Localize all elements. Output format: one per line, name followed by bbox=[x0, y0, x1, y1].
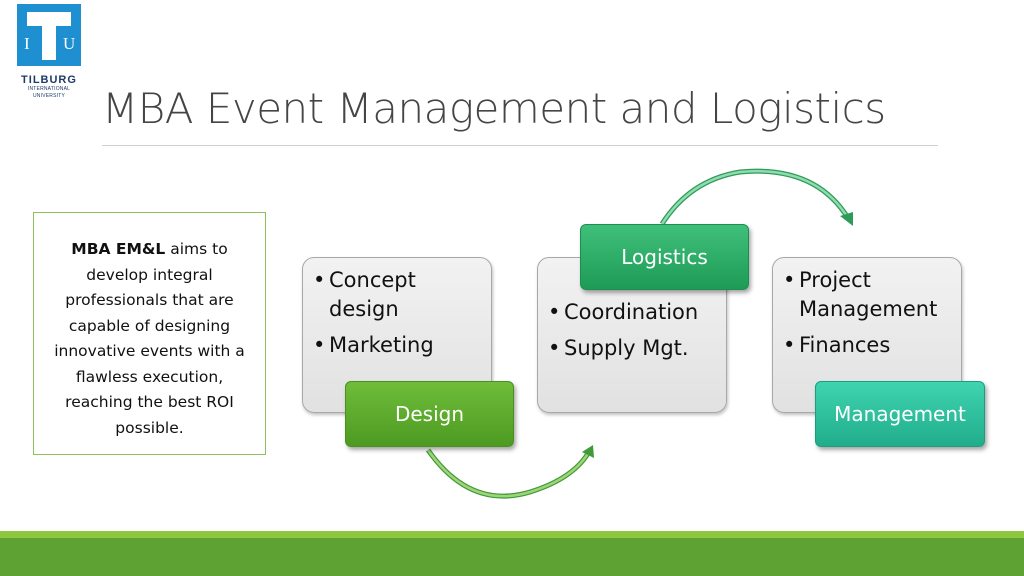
stage-tab-logistics: Logistics bbox=[580, 224, 749, 290]
arrow-head-1 bbox=[582, 445, 594, 458]
intro-box: MBA EM&L aims to develop integral profes… bbox=[33, 212, 266, 455]
logo-name: TILBURG bbox=[21, 74, 77, 86]
stage-logistics-item: Supply Mgt. bbox=[546, 334, 718, 363]
logo-sub-2: UNIVERSITY bbox=[32, 93, 65, 99]
footer-band-light bbox=[0, 531, 1024, 538]
arrow-logistics-to-management bbox=[659, 168, 851, 226]
title-divider bbox=[102, 145, 938, 146]
stage-logistics-item: Coordination bbox=[546, 298, 718, 327]
logo-mark-icon: I U bbox=[17, 4, 81, 66]
logo-letter-u: U bbox=[63, 34, 76, 53]
arrow-head-2 bbox=[840, 212, 853, 226]
stage-tab-design: Design bbox=[345, 381, 514, 447]
stage-design-item: Concept design bbox=[311, 266, 483, 324]
logo-letter-i: I bbox=[24, 34, 30, 53]
footer-band-dark bbox=[0, 538, 1024, 576]
intro-text: aims to develop integral professionals t… bbox=[54, 240, 245, 437]
university-logo: I U TILBURG INTERNATIONAL UNIVERSITY bbox=[14, 4, 84, 100]
stage-design-item: Marketing bbox=[311, 331, 483, 360]
stage-management-item: Project Management bbox=[781, 266, 953, 324]
logo-sub-1: INTERNATIONAL bbox=[27, 86, 71, 92]
slide-title: MBA Event Management and Logistics bbox=[102, 84, 886, 133]
arrow-design-to-logistics bbox=[425, 448, 593, 499]
stage-tab-management: Management bbox=[815, 381, 985, 447]
stage-panel-design: Concept design Marketing bbox=[302, 257, 492, 413]
stage-management-item: Finances bbox=[781, 331, 953, 360]
intro-bold: MBA EM&L bbox=[71, 240, 166, 258]
